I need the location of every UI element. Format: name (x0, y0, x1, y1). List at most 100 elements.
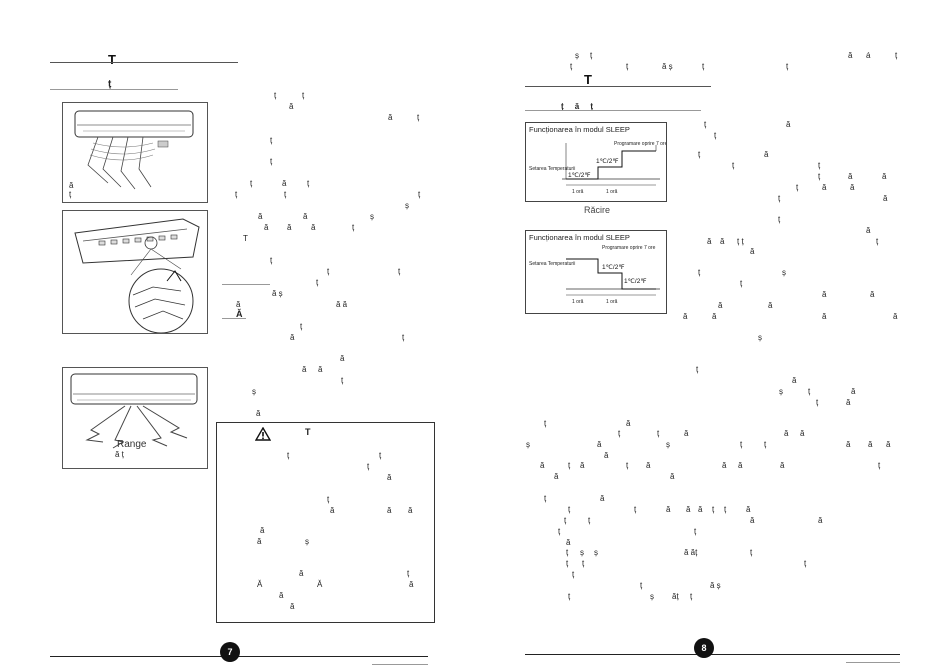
text-fragment: ț (626, 461, 629, 470)
text-fragment: ă (846, 398, 851, 407)
text-fragment: ș (650, 592, 654, 601)
text-fragment: ă (580, 461, 585, 470)
text-fragment: ă (303, 212, 308, 221)
text-fragment: ț (568, 461, 571, 470)
top-fragment: á (866, 51, 871, 60)
text-fragment: ț (778, 194, 781, 203)
text-fragment: ă (388, 113, 393, 122)
text-fragment: ț (566, 548, 569, 557)
chart-step-label: 1℃/2℉ (602, 264, 625, 271)
text-fragment: ț (582, 559, 585, 568)
warning-fragment: ț (287, 451, 290, 460)
warning-fragment: ț (367, 462, 370, 471)
text-rule (222, 318, 246, 319)
warning-fragment: ă (257, 537, 262, 546)
warning-fragment: ț (407, 569, 410, 578)
text-fragment: ă (822, 290, 827, 299)
text-fragment: ă ș (710, 581, 721, 590)
text-fragment: ă (850, 183, 855, 192)
text-fragment: ș (779, 387, 783, 396)
right-page-number: 8 (694, 638, 714, 658)
text-fragment: ț (418, 190, 421, 199)
text-fragment: ă (750, 247, 755, 256)
top-fragment: ș (575, 51, 579, 60)
text-fragment: ă (686, 505, 691, 514)
text-fragment: ă (768, 301, 773, 310)
text-fragment: ț (572, 570, 575, 579)
text-fragment: ă (883, 194, 888, 203)
text-fragment: ă (822, 183, 827, 192)
text-fragment: ț (300, 322, 303, 331)
text-fragment: ă (683, 312, 688, 321)
text-fragment: ă (670, 472, 675, 481)
text-fragment: ț (878, 461, 881, 470)
chart-hour-label: 1 oră (572, 299, 584, 305)
text-fragment: ă (750, 516, 755, 525)
left-page-number: 7 (220, 642, 240, 662)
text-fragment: ă (600, 494, 605, 503)
text-fragment: ș (758, 333, 762, 342)
text-fragment: ăț (672, 592, 679, 601)
sleep-chart-cooling: Funcționarea în modul SLEEP Programare o… (525, 122, 668, 202)
warning-fragment: ă (330, 506, 335, 515)
text-fragment: ă (626, 419, 631, 428)
top-fragment: ț (590, 51, 593, 60)
text-fragment: ț (634, 505, 637, 514)
chart-title: Funcționarea în modul SLEEP (529, 125, 630, 134)
text-fragment: ș (405, 201, 409, 210)
figure-3-range-label: Range (117, 439, 147, 450)
text-fragment: ț (876, 237, 879, 246)
text-fragment: ă ăț (684, 548, 698, 557)
chart-hour-label: 1 oră (606, 189, 618, 195)
text-fragment: ă (256, 409, 261, 418)
top-fragment: ă (848, 51, 853, 60)
text-fragment: ă (718, 301, 723, 310)
text-fragment: ă (707, 237, 712, 246)
text-fragment: ț (568, 505, 571, 514)
chart-stop-label: Programare oprire 7 ore (614, 141, 666, 147)
text-fragment: ț (566, 559, 569, 568)
text-fragment: ă (846, 440, 851, 449)
right-footer-rule (525, 654, 900, 655)
text-fragment: ț (270, 157, 273, 166)
text-fragment: ț (327, 267, 330, 276)
text-fragment: ă (311, 223, 316, 232)
chart-hour-label: 1 oră (606, 299, 618, 305)
warning-fragment: ă (260, 526, 265, 535)
text-fragment: ț (284, 190, 287, 199)
text-fragment: Ă (236, 309, 243, 319)
text-fragment: ă (236, 300, 241, 309)
right-section-title: T (584, 72, 592, 87)
text-fragment: ă (868, 440, 873, 449)
text-fragment: ă (289, 102, 294, 111)
text-fragment: ț (544, 419, 547, 428)
text-fragment: ș (580, 548, 584, 557)
text-fragment: ț (764, 440, 767, 449)
text-fragment: ț (274, 91, 277, 100)
text-fragment: ț (750, 548, 753, 557)
text-fragment: ă (738, 461, 743, 470)
text-fragment: ă (287, 223, 292, 232)
top-fragment: ț (702, 62, 705, 71)
text-fragment: ț (302, 91, 305, 100)
text-fragment: ț (270, 256, 273, 265)
text-fragment: ă (784, 429, 789, 438)
figure-3-sublabel: ă ț (115, 450, 124, 459)
text-fragment: ă (722, 461, 727, 470)
text-fragment: ț ț (737, 237, 744, 246)
text-fragment: ă (818, 516, 823, 525)
text-fragment: ă (822, 312, 827, 321)
text-fragment: ț (640, 581, 643, 590)
text-fragment: ș (526, 440, 530, 449)
text-fragment: ș (666, 440, 670, 449)
text-fragment: ț (698, 150, 701, 159)
text-fragment: ă (886, 440, 891, 449)
warning-fragment: ț (327, 495, 330, 504)
chart-title: Funcționarea în modul SLEEP (529, 233, 630, 242)
top-fragment: ț (895, 51, 898, 60)
right-subheader-rule (525, 110, 701, 111)
text-fragment: ț (712, 505, 715, 514)
text-fragment: ș (594, 548, 598, 557)
